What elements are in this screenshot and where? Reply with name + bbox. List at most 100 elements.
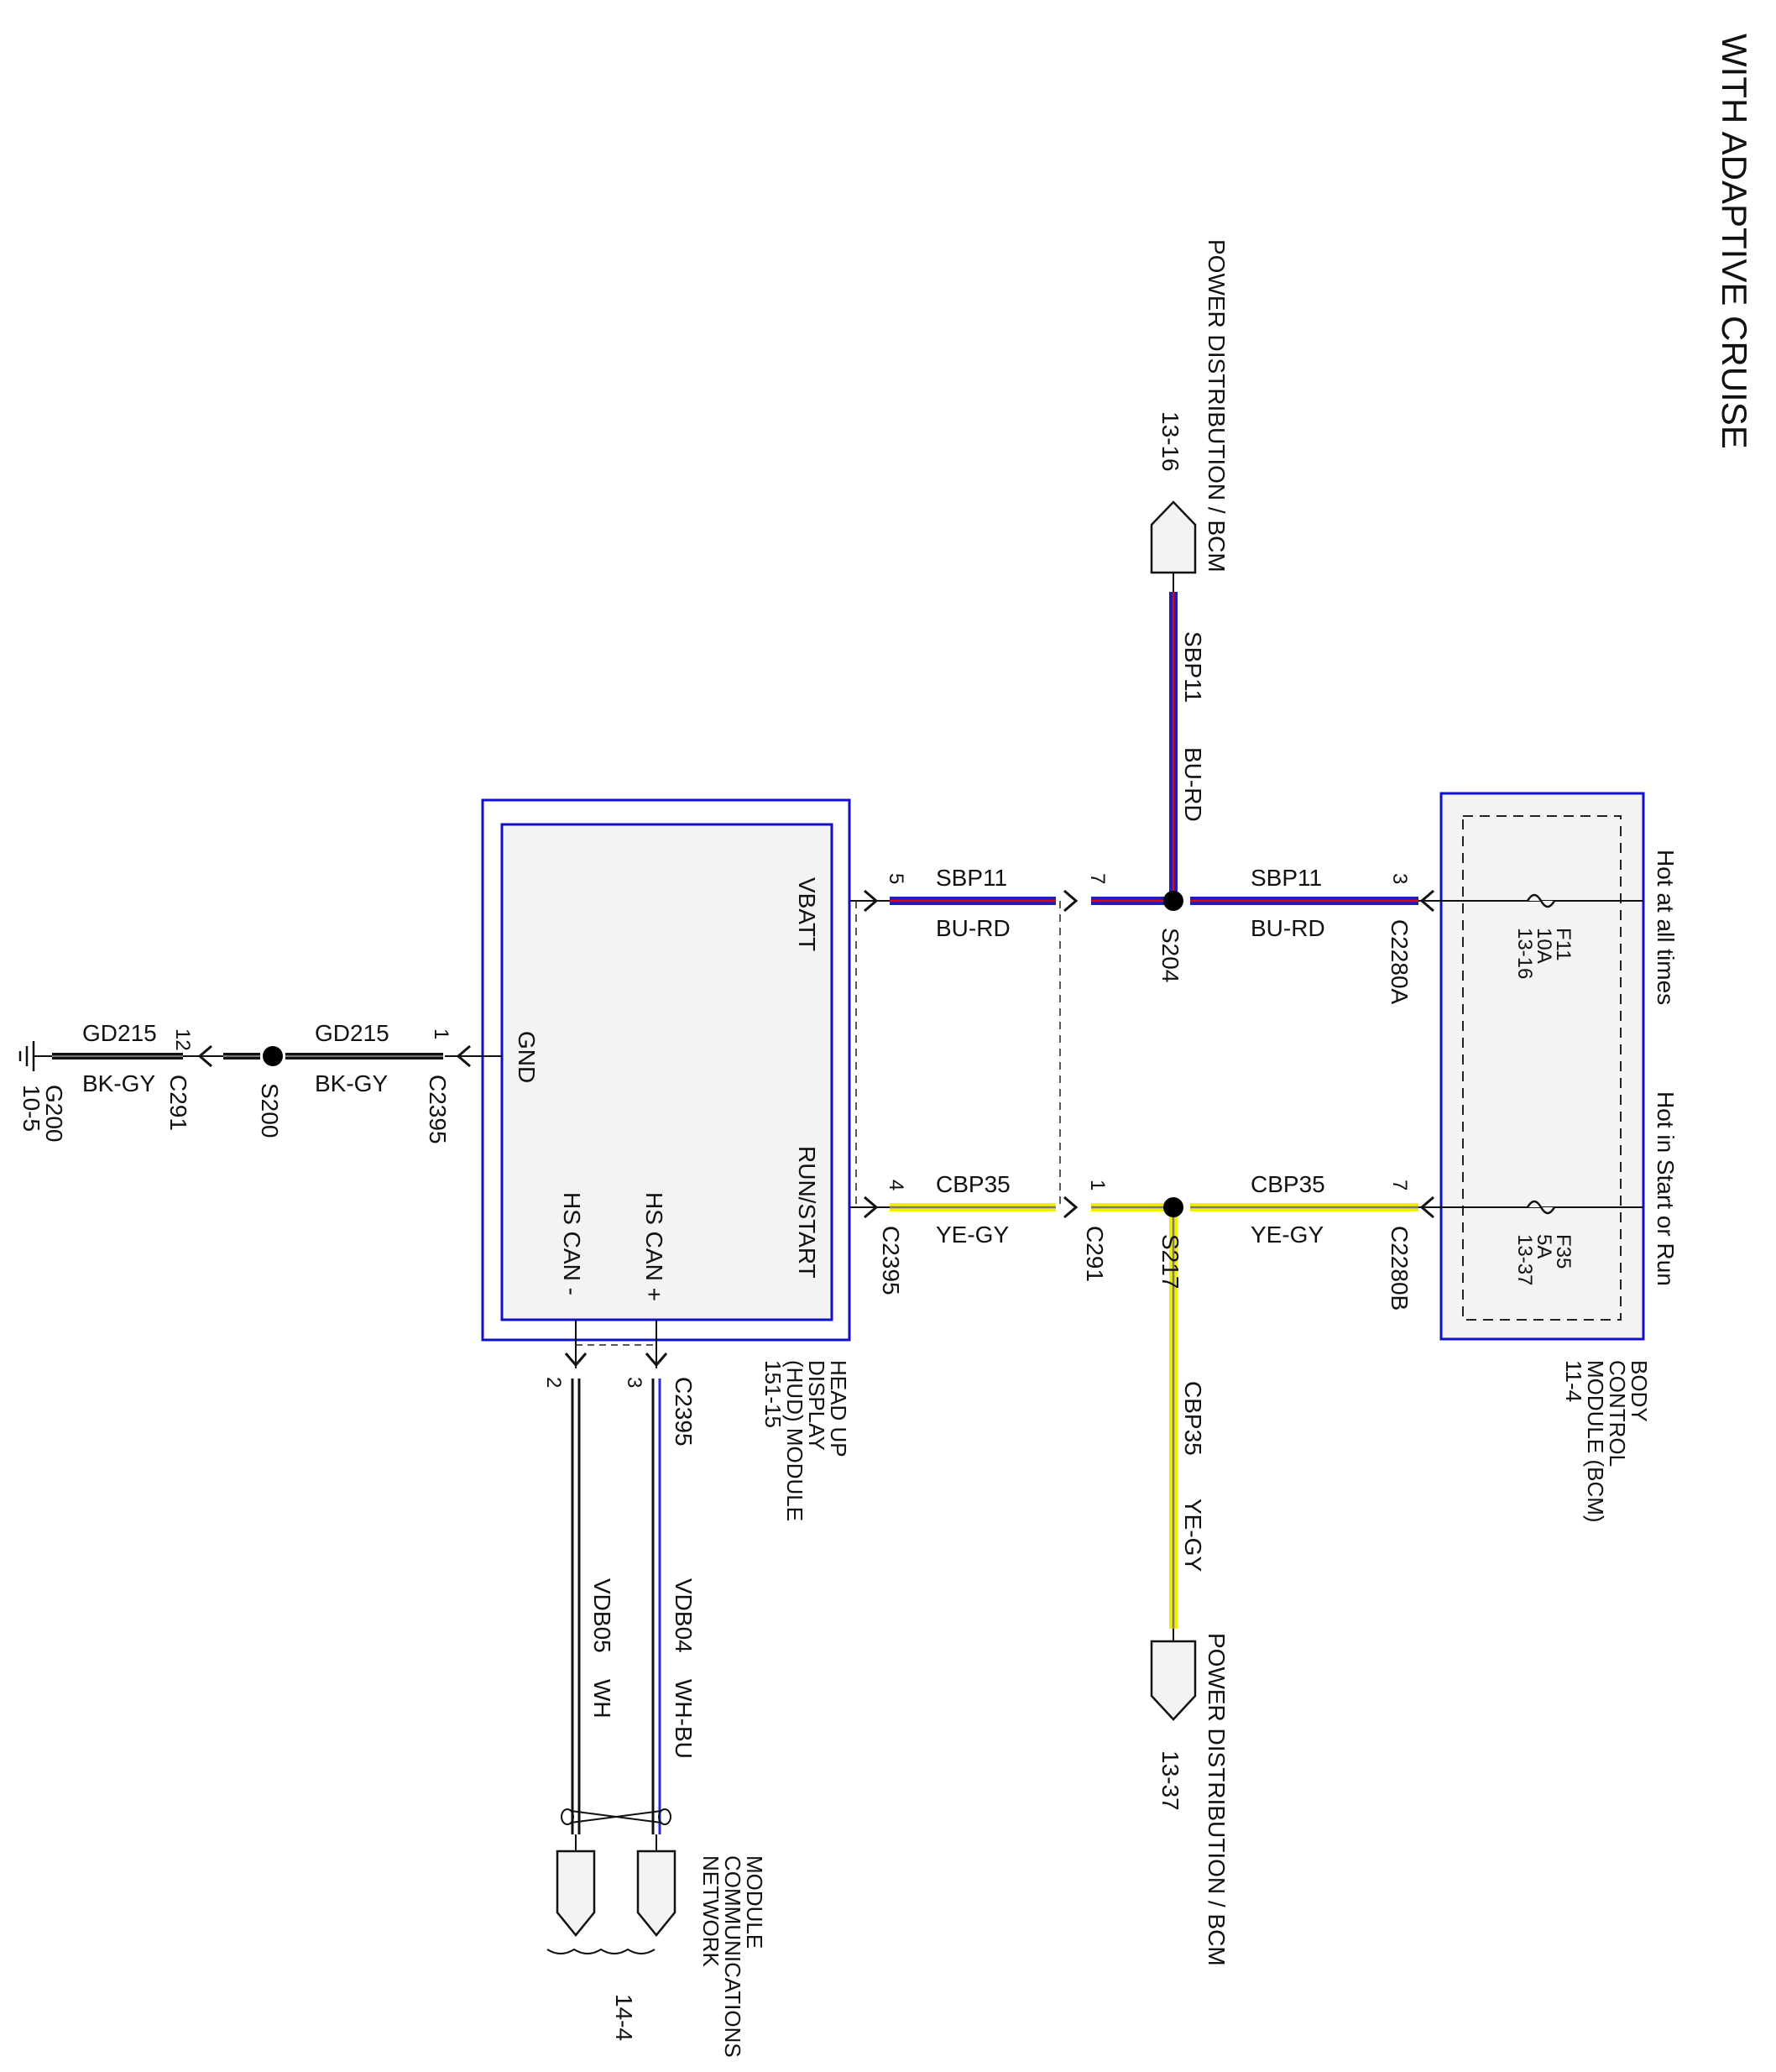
bcm-label-1: BODY — [1627, 1360, 1652, 1422]
power-connector-bottom[interactable] — [1150, 1629, 1197, 1721]
hot-in-start-or-run-label: Hot in Start or Run — [1653, 1091, 1679, 1286]
network-page: 14-4 — [611, 1994, 637, 2041]
bcm-conn-a-arrow — [1419, 889, 1434, 913]
c291-cbp-arrow — [1063, 1196, 1079, 1219]
wire-cbp35-color-vert: YE-GY — [1180, 1499, 1206, 1572]
ground-icon — [18, 1041, 52, 1071]
splice-s200-label: S200 — [257, 1083, 283, 1138]
hud-gnd-pin: 1 — [430, 1028, 452, 1039]
wire-sbp11-color-vert: BU-RD — [1180, 747, 1206, 822]
bcm-page: 11-4 — [1561, 1360, 1586, 1402]
power-bottom-line1: POWER DISTRIBUTION / BCM — [1204, 1633, 1230, 1966]
fuse-f35-icon — [1526, 1200, 1556, 1215]
bcm-module[interactable] — [1439, 792, 1645, 1341]
hud-name-line2: DISPLAY — [804, 1360, 829, 1451]
can-plus-arrow — [645, 1353, 668, 1368]
gd215-label-right: GD215 — [315, 1020, 389, 1046]
can-plus-pin: 3 — [623, 1377, 645, 1388]
splice-s204[interactable] — [1163, 891, 1183, 911]
can-minus-arrow — [564, 1353, 588, 1368]
wire-sbp11[interactable] — [890, 592, 1418, 905]
power-connector-top[interactable] — [1150, 500, 1197, 592]
fuse-f11-page: 13-16 — [1513, 928, 1536, 979]
c291-sbp-arrow — [1063, 889, 1079, 913]
wire-cbp35-label-left: CBP35 — [936, 1171, 1011, 1197]
vdb04-color: WH-BU — [671, 1679, 697, 1759]
c291-conn-label: C291 — [1082, 1226, 1108, 1282]
diagram-title: WITH ADAPTIVE CRUISE — [1715, 34, 1754, 449]
bcm-conn-b: C2280B — [1387, 1226, 1413, 1311]
power-top-line2: 13-16 — [1157, 411, 1183, 472]
wire-vdb05[interactable] — [571, 1379, 581, 1834]
c291-cbp-pin: 1 — [1086, 1180, 1109, 1190]
network-connector-can-plus[interactable] — [636, 1850, 676, 1937]
bcm-conn-a: C2280A — [1387, 919, 1413, 1005]
bcm-pin-b: 7 — [1388, 1180, 1411, 1190]
fuse-f35-page: 13-37 — [1513, 1234, 1536, 1285]
hud-module[interactable] — [481, 798, 851, 1342]
hud-name-line3: (HUD) MODULE — [782, 1360, 807, 1521]
hud-run-start-label: RUN/START — [794, 1146, 820, 1279]
bcm-label-2: CONTROL — [1605, 1360, 1630, 1467]
wire-sbp11-color-right: BU-RD — [1251, 915, 1325, 941]
splice-s217[interactable] — [1163, 1197, 1183, 1217]
c291-sbp-pin: 7 — [1086, 873, 1109, 884]
c2395-vbatt-arrow — [864, 889, 879, 913]
hud-vbatt-pin: 5 — [885, 873, 907, 884]
wire-sbp11-label-left: SBP11 — [936, 865, 1007, 891]
bcm-label-3: MODULE (BCM) — [1583, 1360, 1608, 1523]
wire-sbp11-label-right: SBP11 — [1251, 865, 1322, 891]
vdb05-color: WH — [589, 1679, 615, 1719]
bcm-conn-b-arrow — [1419, 1196, 1434, 1219]
c291-gnd-arrow — [197, 1044, 212, 1068]
network-line1: MODULE — [742, 1855, 767, 1949]
hud-gnd-label: GND — [514, 1031, 540, 1083]
wire-sbp11-color-left: BU-RD — [936, 915, 1011, 941]
wire-cbp35-color-left: YE-GY — [936, 1222, 1009, 1248]
gd215-label-left: GD215 — [82, 1020, 157, 1046]
hot-at-all-times-label: Hot at all times — [1653, 850, 1679, 1005]
hud-run-pin: 4 — [885, 1180, 907, 1190]
bcm-pin-a: 3 — [1388, 873, 1411, 884]
network-line3: NETWORK — [698, 1855, 723, 1968]
fuse-f35-rating: 5A — [1533, 1234, 1555, 1258]
c2395-gnd-conn: C2395 — [425, 1075, 451, 1144]
hud-can-plus-label: HS CAN + — [641, 1192, 667, 1301]
fuse-f11-name: F11 — [1552, 928, 1575, 961]
network-line2: COMMUNICATIONS — [720, 1855, 745, 2058]
hud-page: 151-15 — [760, 1360, 786, 1428]
network-connector-can-minus[interactable] — [556, 1850, 596, 1937]
c291-gnd-pin: 12 — [171, 1028, 194, 1051]
c2395-conn-label: C2395 — [878, 1226, 904, 1295]
wire-cbp35[interactable] — [890, 1203, 1418, 1629]
wire-sbp11-label-vert: SBP11 — [1180, 631, 1206, 703]
fuse-f35-name: F35 — [1552, 1234, 1575, 1269]
ground-page: 10-5 — [18, 1085, 44, 1132]
hud-name-line1: HEAD UP — [826, 1360, 851, 1457]
fuse-f11-rating: 10A — [1533, 928, 1555, 964]
hud-can-minus-label: HS CAN - — [559, 1192, 585, 1295]
c2395-run-arrow — [864, 1196, 879, 1219]
hud-gnd-arrow — [456, 1044, 471, 1068]
gd215-color-left: BK-GY — [82, 1070, 155, 1096]
ground-name: G200 — [41, 1085, 67, 1143]
hud-vbatt-label: VBATT — [794, 877, 820, 951]
twisted-pair-icon — [561, 1808, 671, 1825]
wire-vdb04[interactable] — [651, 1379, 661, 1834]
c291-gnd-conn: C291 — [165, 1075, 191, 1131]
power-bottom-line2: 13-37 — [1157, 1750, 1183, 1811]
wire-cbp35-label-vert: CBP35 — [1180, 1381, 1206, 1456]
vdb04-label: VDB04 — [671, 1578, 697, 1653]
can-minus-pin: 2 — [542, 1377, 565, 1388]
wire-cbp35-label-right: CBP35 — [1251, 1171, 1325, 1197]
splice-s204-label: S204 — [1157, 928, 1183, 982]
gd215-color-right: BK-GY — [315, 1070, 388, 1096]
fuse-f11-icon — [1526, 893, 1556, 908]
c2395-can-conn: C2395 — [671, 1377, 697, 1447]
splice-s217-label: S217 — [1157, 1234, 1183, 1289]
wire-cbp35-color-right: YE-GY — [1251, 1222, 1324, 1248]
network-bracket — [546, 1948, 656, 1954]
vdb05-label: VDB05 — [589, 1578, 615, 1653]
splice-s200[interactable] — [263, 1046, 283, 1066]
